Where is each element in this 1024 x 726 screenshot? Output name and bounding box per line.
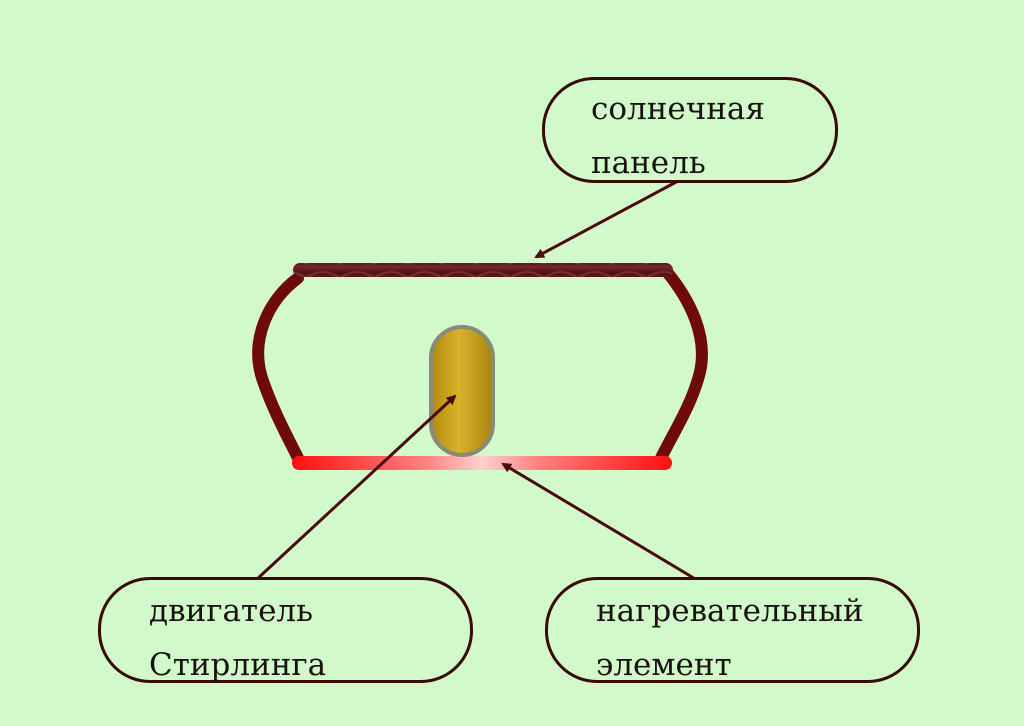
stirling-engine-body: [429, 325, 495, 457]
stirling-engine-label-line-1: двигатель: [149, 593, 313, 629]
solar-panel-callout: солнечная панель: [542, 77, 838, 183]
solar-panel-label-line-2: панель: [591, 145, 706, 181]
stirling-engine-label-line-2: Стирлинга: [149, 647, 327, 683]
arrow-to-stirling-engine: [254, 394, 457, 582]
solar-panel-label-line-1: солнечная: [591, 91, 765, 127]
heating-element-callout: нагревательный элемент: [545, 577, 920, 683]
heating-element-label-line-1: нагревательный: [596, 593, 864, 629]
solar-panel-body: [296, 263, 670, 277]
arrow-to-heating-element: [501, 462, 698, 582]
stirling-engine-callout: двигатель Стирлинга: [98, 577, 473, 683]
heating-element-bar: [292, 456, 672, 470]
arrow-to-solar-panel: [534, 179, 679, 259]
heating-element-label-line-2: элемент: [596, 647, 732, 683]
vessel-left-wall: [252, 272, 304, 464]
vessel-right-wall: [655, 266, 708, 464]
